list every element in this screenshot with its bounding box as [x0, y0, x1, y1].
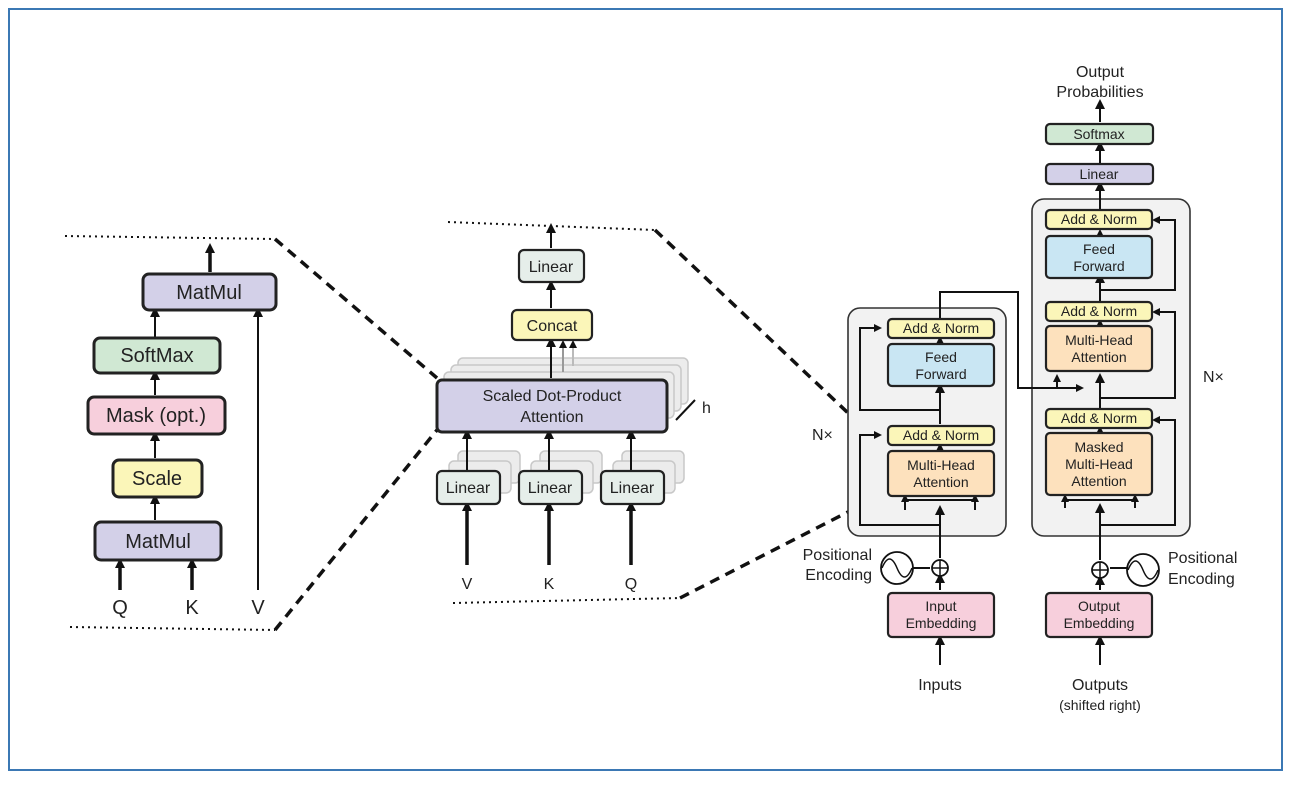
output-linear-label: Linear [1080, 166, 1119, 182]
decoder-masked-label-line2: Multi-Head [1065, 456, 1133, 472]
encoder-add-norm-bottom-label: Add & Norm [903, 427, 979, 443]
encoder-ff-label-line2: Forward [915, 366, 966, 382]
decoder-mha-label-line2: Attention [1071, 349, 1126, 365]
mha-sdpa-label-line1: Scaled Dot-Product [483, 388, 622, 405]
input-embedding-box [886, 591, 996, 639]
output-probabilities-line1: Output [1076, 64, 1125, 81]
output-embedding-label-line2: Embedding [1064, 615, 1135, 631]
decoder-masked-mha-box [1044, 431, 1154, 497]
sdpa-v-label: V [251, 597, 265, 619]
transformer-diagram: Output Probabilities Softmax Linear Add … [803, 64, 1238, 713]
sdpa-diagram: MatMul SoftMax Mask (opt.) Scale MatMul … [64, 235, 278, 631]
decoder-feed-forward-box [1044, 234, 1154, 280]
decoder-add-norm-bottom-label: Add & Norm [1061, 410, 1137, 426]
encoder-add-norm-top-box [886, 317, 996, 340]
decoder-add-norm-top-box [1044, 208, 1154, 231]
mha-heads-tick [675, 399, 696, 421]
mha-diagram: Linear Concat Scaled Dot-Product Attenti… [435, 221, 711, 604]
sdpa-matmul-bottom-label: MatMul [125, 531, 191, 553]
mha-linear-k-box [517, 469, 584, 506]
decoder-add-norm-mid-box [1044, 300, 1154, 323]
decoder-add-norm-top-label: Add & Norm [1061, 211, 1137, 227]
output-probabilities-line2: Probabilities [1056, 84, 1143, 101]
mha-k-label: K [544, 576, 555, 593]
zoom-connector-sdpa-bottom [273, 428, 439, 632]
mha-h-label: h [702, 400, 711, 417]
mha-linear-top-label: Linear [529, 259, 574, 276]
encoder-pos-enc-line1: Positional [803, 547, 872, 564]
sdpa-top-boundary [64, 235, 276, 240]
mha-concat-label: Concat [527, 318, 578, 335]
encoder-block [847, 307, 1007, 537]
decoder-pos-enc-line2: Encoding [1168, 571, 1235, 588]
decoder-add-norm-mid-label: Add & Norm [1061, 303, 1137, 319]
output-embedding-label-line1: Output [1078, 598, 1120, 614]
encoder-pos-enc-line2: Encoding [805, 567, 872, 584]
sdpa-softmax-box [92, 336, 222, 375]
mha-bottom-boundary [452, 597, 681, 604]
sdpa-k-label: K [185, 597, 199, 619]
sdpa-matmul-bottom-box [93, 520, 223, 562]
encoder-add-norm-bottom-box [886, 424, 996, 447]
mha-concat-box [510, 308, 594, 342]
encoder-nx-label: N× [812, 427, 833, 444]
decoder-pos-enc-line1: Positional [1168, 550, 1237, 567]
output-linear-box [1044, 162, 1155, 186]
zoom-connector-sdpa-top [273, 237, 439, 380]
input-embedding-label-line2: Embedding [906, 615, 977, 631]
outputs-label-line2: (shifted right) [1059, 697, 1141, 713]
sdpa-matmul-top-label: MatMul [176, 282, 242, 304]
decoder-ff-label-line1: Feed [1083, 241, 1115, 257]
mha-linear-top-box [517, 248, 586, 284]
sdpa-bottom-boundary [69, 626, 276, 631]
sdpa-scale-label: Scale [132, 468, 182, 490]
mha-linear-q-label: Linear [610, 480, 655, 497]
sdpa-matmul-top-box [141, 272, 278, 312]
encoder-mha-label-line2: Attention [913, 474, 968, 490]
sdpa-mask-box [86, 395, 227, 436]
mha-linear-k-label: Linear [528, 480, 573, 497]
output-softmax-box [1044, 122, 1155, 146]
mha-linear-v-box [435, 469, 502, 506]
decoder-ff-label-line2: Forward [1073, 258, 1124, 274]
encoder-ff-label-line1: Feed [925, 349, 957, 365]
encoder-mha-box [886, 449, 996, 498]
decoder-nx-label: N× [1203, 369, 1224, 386]
mha-v-label: V [462, 576, 473, 593]
sdpa-scale-box [111, 458, 204, 499]
mha-sdpa-box [435, 378, 669, 434]
sdpa-q-label: Q [112, 597, 128, 619]
mha-linear-v-label: Linear [446, 480, 491, 497]
outputs-label-line1: Outputs [1072, 677, 1128, 694]
inputs-label: Inputs [918, 677, 962, 694]
decoder-masked-label-line1: Masked [1074, 439, 1123, 455]
sdpa-mask-label: Mask (opt.) [106, 405, 206, 427]
output-softmax-label: Softmax [1073, 126, 1124, 142]
encoder-add-norm-top-label: Add & Norm [903, 320, 979, 336]
decoder-masked-label-line3: Attention [1071, 473, 1126, 489]
encoder-mha-label-line1: Multi-Head [907, 457, 975, 473]
output-embedding-box [1044, 591, 1154, 639]
sdpa-softmax-label: SoftMax [120, 345, 193, 367]
encoder-feed-forward-box [886, 342, 996, 388]
mha-q-label: Q [625, 576, 637, 593]
decoder-add-norm-bottom-box [1044, 407, 1154, 430]
mha-sdpa-label-line2: Attention [520, 409, 583, 426]
input-embedding-label-line1: Input [925, 598, 956, 614]
decoder-mha-box [1044, 324, 1154, 373]
zoom-connector-mha-top [653, 228, 887, 450]
mha-linear-q-box [599, 469, 666, 506]
decoder-mha-label-line1: Multi-Head [1065, 332, 1133, 348]
